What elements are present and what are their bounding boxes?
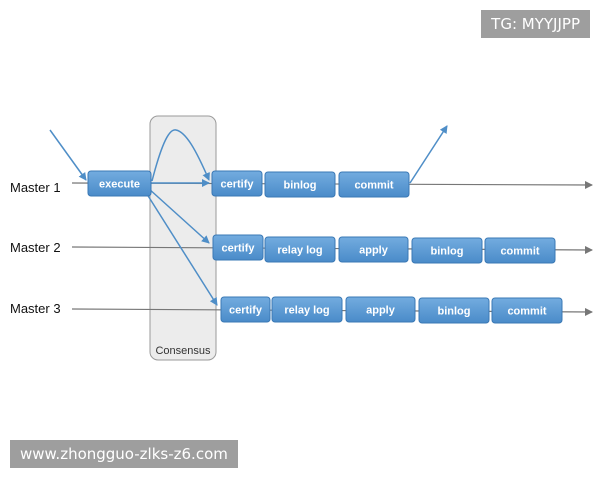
step-label: certify <box>220 179 254 191</box>
master-1-label: Master 1 <box>10 180 61 195</box>
master-1-step-binlog: binlog <box>264 171 336 198</box>
incoming-request-arrow <box>49 129 87 181</box>
step-label: certify <box>221 243 255 255</box>
broadcast-to-master-2-arrow <box>147 187 210 244</box>
step-label: binlog <box>438 306 471 318</box>
master-3-step-apply: apply <box>345 296 416 323</box>
step-label: commit <box>500 246 539 258</box>
step-label: commit <box>507 306 546 318</box>
consensus-loop-arrow <box>151 129 210 182</box>
broadcast-to-master-3-arrow <box>144 190 218 306</box>
watermark-badge-top: TG: MYYJJPP <box>481 10 590 38</box>
master-3-step-certify: certify <box>220 296 271 323</box>
step-label: certify <box>229 305 263 317</box>
step-label: execute <box>99 179 140 191</box>
master-1-step-commit: commit <box>338 171 410 198</box>
master-2-label: Master 2 <box>10 240 61 255</box>
master-3-step-binlog: binlog <box>418 297 490 324</box>
step-label: binlog <box>431 246 464 258</box>
master-3-step-commit: commit <box>491 297 563 324</box>
master-1-step-execute: execute <box>87 170 152 197</box>
step-label: apply <box>359 245 389 257</box>
master-2-step-apply: apply <box>338 236 409 263</box>
consensus-label: Consensus <box>155 345 211 357</box>
master-2-step-relay-log: relay log <box>264 236 336 263</box>
outgoing-response-arrow <box>409 125 448 184</box>
step-label: binlog <box>284 180 317 192</box>
step-label: relay log <box>277 245 322 257</box>
watermark-badge-bottom: www.zhongguo-zlks-z6.com <box>10 440 238 468</box>
master-2-step-certify: certify <box>212 234 264 261</box>
master-1-step-certify: certify <box>211 170 263 197</box>
step-label: commit <box>354 180 393 192</box>
master-2-step-commit: commit <box>484 237 556 264</box>
master-3-step-relay-log: relay log <box>271 296 343 323</box>
step-label: apply <box>366 305 396 317</box>
step-label: relay log <box>284 305 329 317</box>
master-2-step-binlog: binlog <box>411 237 483 264</box>
master-3-label: Master 3 <box>10 301 61 316</box>
